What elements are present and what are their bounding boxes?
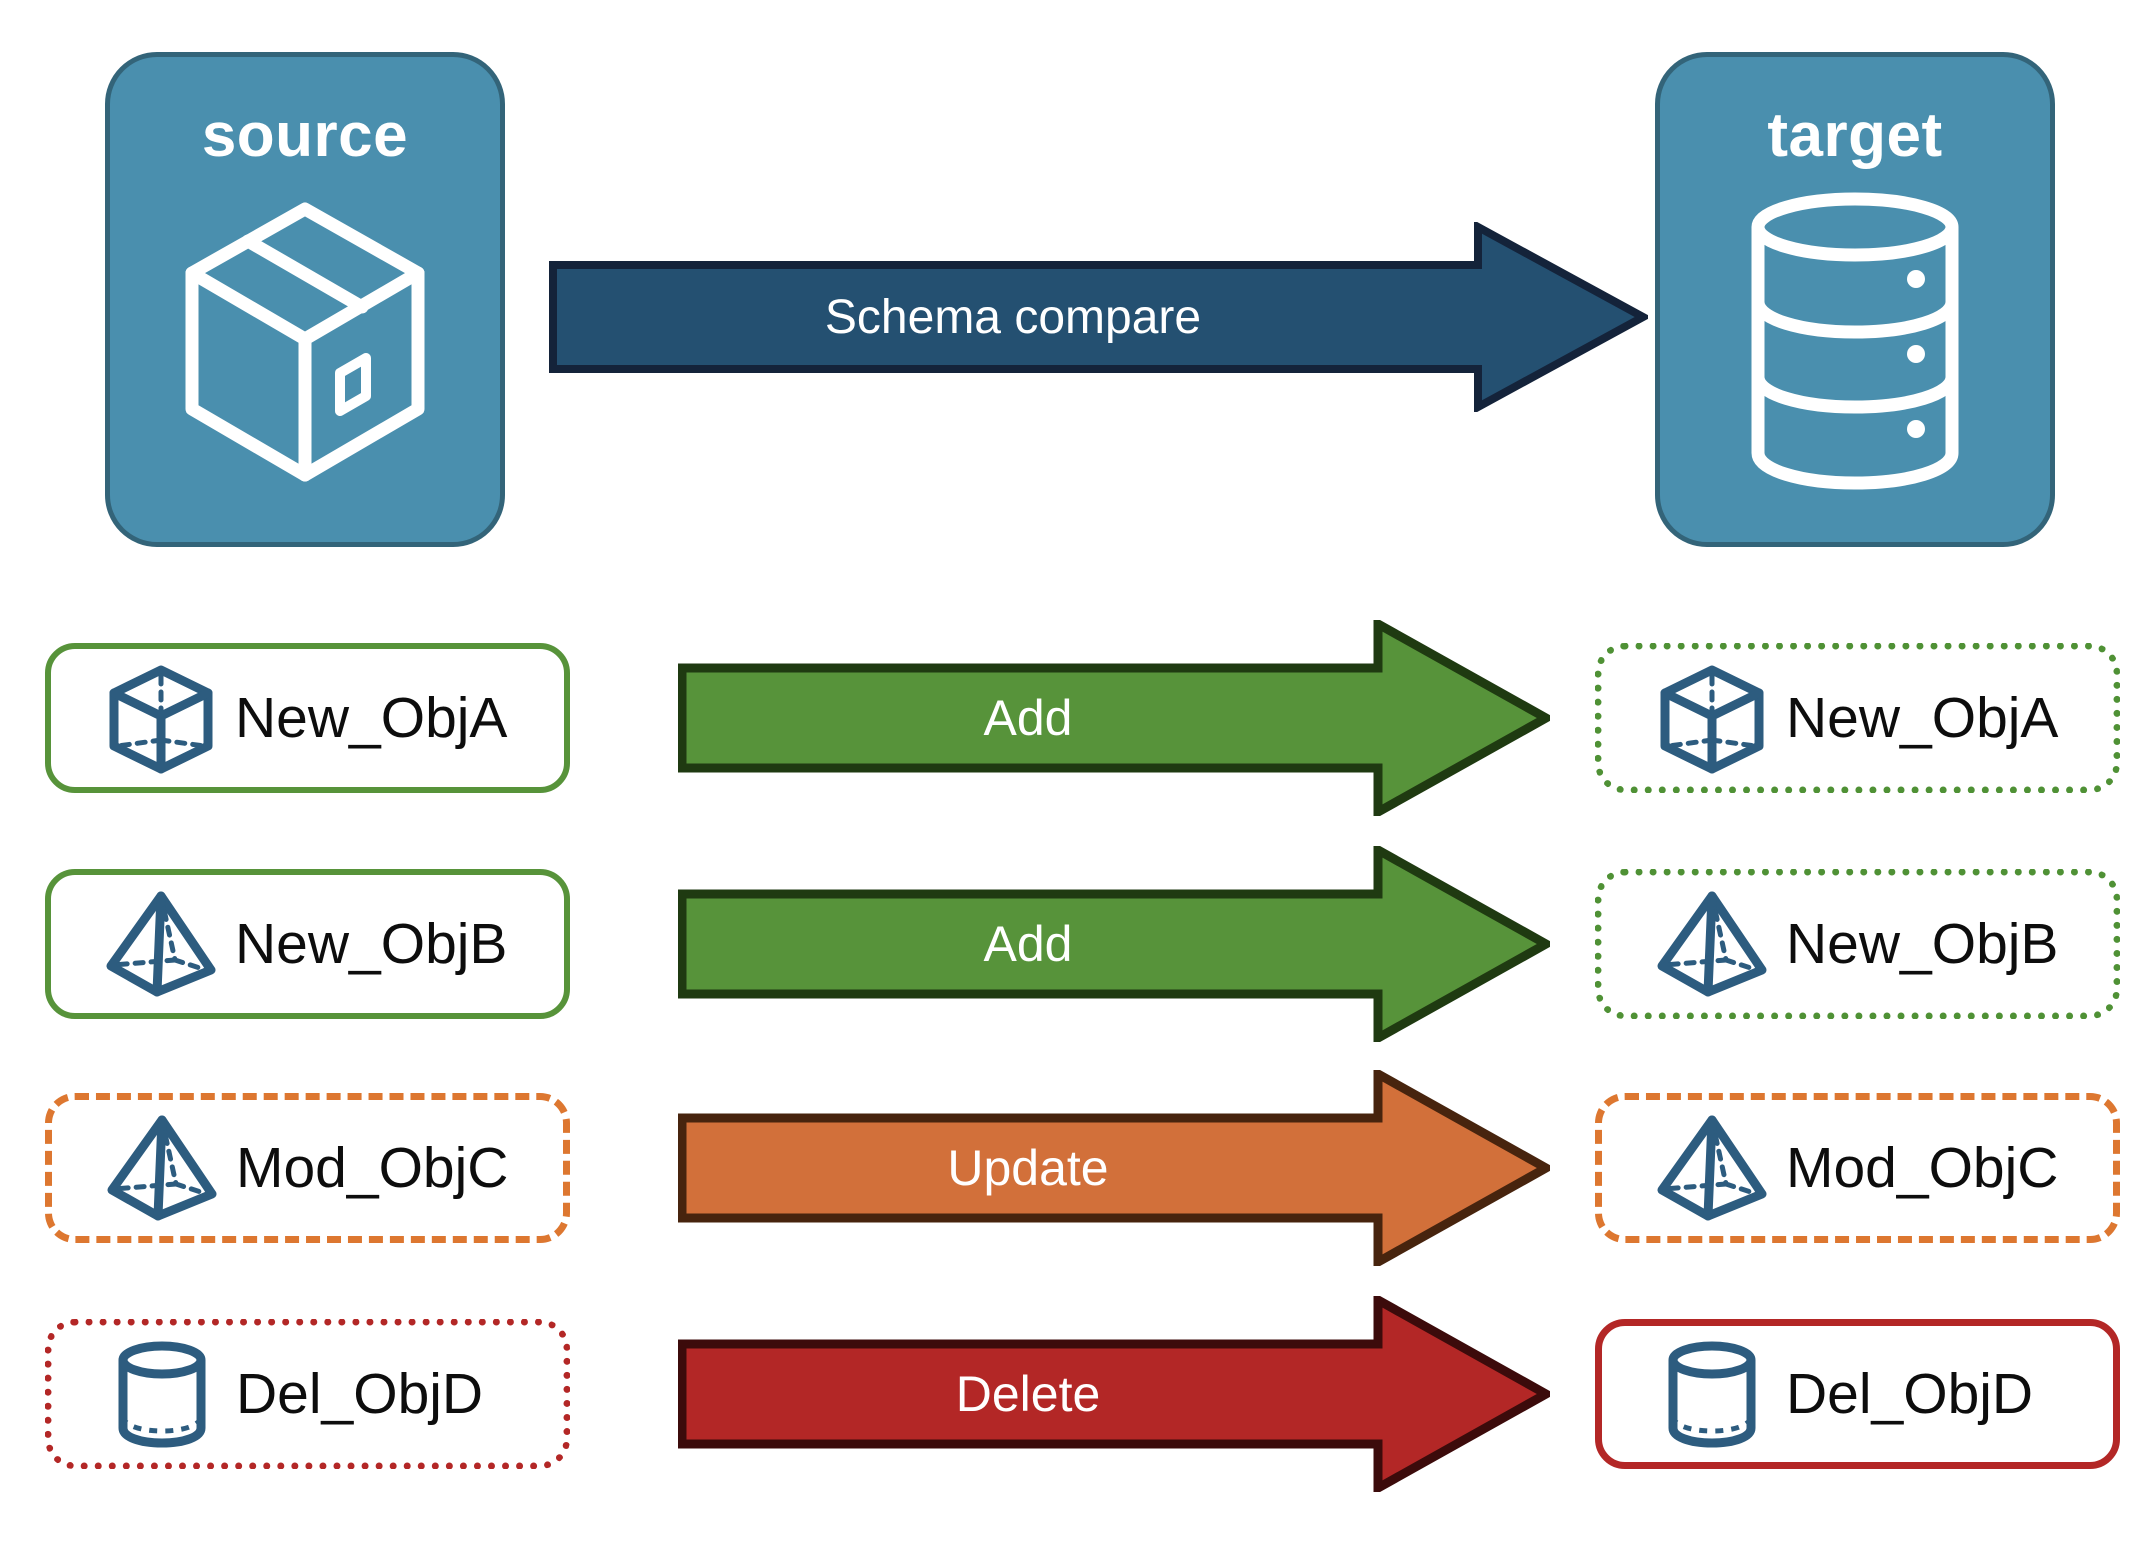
source-object-box-del-objd: Del_ObjD [45, 1319, 570, 1469]
target-object-label: New_ObjB [1786, 912, 2059, 976]
source-object-box-new-objb: New_ObjB [45, 869, 570, 1019]
source-object-box-mod-objc: Mod_ObjC [45, 1093, 570, 1243]
target-object-box-new-objb: New_ObjB [1595, 869, 2120, 1019]
wireframe-cylinder-icon [102, 1338, 222, 1450]
wireframe-cube-icon [1652, 662, 1772, 774]
target-object-box-new-obja: New_ObjA [1595, 643, 2120, 793]
action-arrow-add-a: Add [678, 620, 1550, 816]
source-object-label: Del_ObjD [236, 1362, 484, 1426]
source-object-label: New_ObjB [235, 912, 508, 976]
action-arrow-add-b: Add [678, 846, 1550, 1042]
wireframe-pyramid-icon [101, 888, 221, 1000]
source-object-box-new-obja: New_ObjA [45, 643, 570, 793]
target-panel: target [1655, 52, 2055, 547]
action-arrow-delete-d: Delete [678, 1296, 1550, 1492]
schema-compare-arrow: Schema compare [548, 222, 1648, 412]
target-object-label: Del_ObjD [1786, 1362, 2034, 1426]
source-panel: source [105, 52, 505, 547]
source-title: source [201, 101, 409, 170]
wireframe-cylinder-icon [1652, 1338, 1772, 1450]
action-label-add-a: Add [983, 690, 1073, 746]
action-label-update-c: Update [947, 1140, 1109, 1196]
target-title: target [1767, 101, 1943, 170]
database-cylinder-icon [1740, 191, 1970, 496]
wireframe-pyramid-icon [1652, 888, 1772, 1000]
package-box-icon [170, 191, 440, 496]
wireframe-pyramid-icon [102, 1112, 222, 1224]
wireframe-pyramid-icon [1652, 1112, 1772, 1224]
action-label-delete-d: Delete [955, 1366, 1101, 1422]
schema-compare-label: Schema compare [824, 290, 1202, 344]
target-object-label: Mod_ObjC [1786, 1136, 2059, 1200]
target-object-box-mod-objc: Mod_ObjC [1595, 1093, 2120, 1243]
target-object-box-del-objd: Del_ObjD [1595, 1319, 2120, 1469]
action-label-add-b: Add [983, 916, 1073, 972]
source-object-label: New_ObjA [235, 686, 508, 750]
wireframe-cube-icon [101, 662, 221, 774]
target-object-label: New_ObjA [1786, 686, 2059, 750]
action-arrow-update-c: Update [678, 1070, 1550, 1266]
source-object-label: Mod_ObjC [236, 1136, 509, 1200]
